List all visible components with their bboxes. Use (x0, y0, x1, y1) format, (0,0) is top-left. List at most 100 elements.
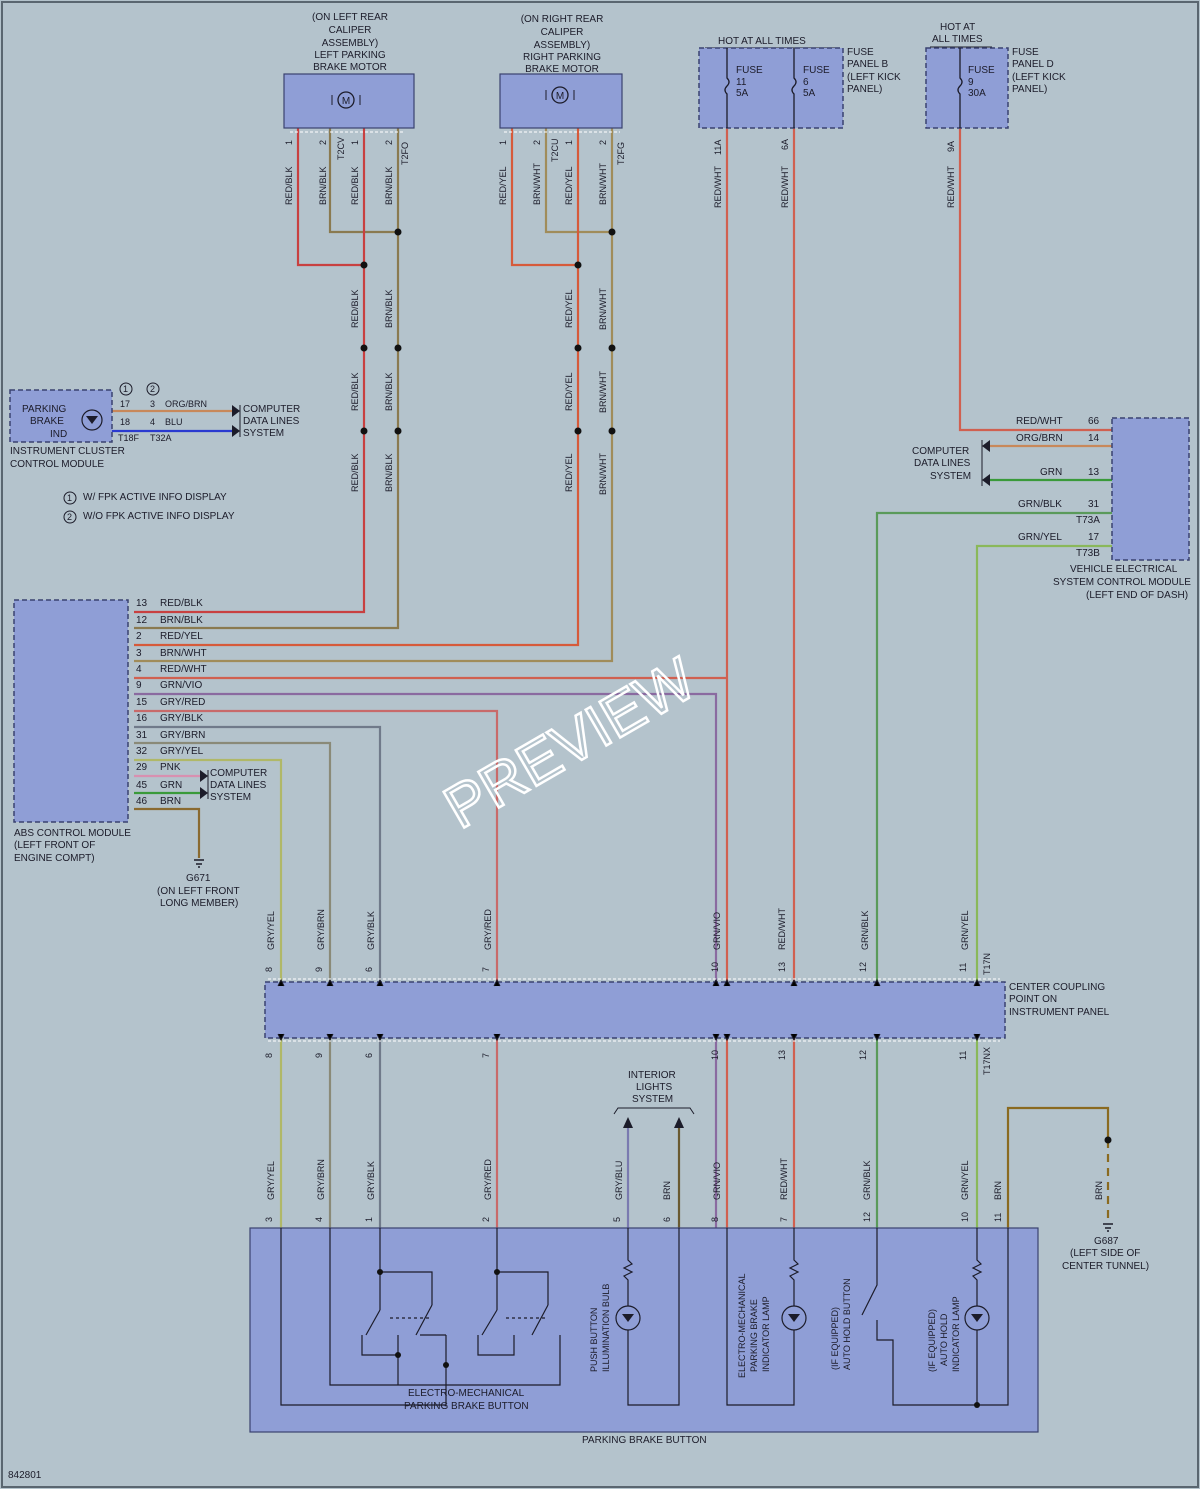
svg-text:GRN: GRN (160, 780, 182, 791)
svg-text:10: 10 (710, 1050, 720, 1060)
svg-text:8: 8 (710, 1217, 720, 1222)
svg-text:GRY/RED: GRY/RED (483, 909, 493, 950)
svg-text:7: 7 (481, 967, 491, 972)
svg-text:ILLUMINATION BULB: ILLUMINATION BULB (601, 1284, 611, 1372)
svg-text:(LEFT KICK: (LEFT KICK (847, 72, 901, 83)
motor-icon: M (331, 91, 361, 109)
svg-text:PANEL): PANEL) (1012, 84, 1047, 95)
svg-text:GRN/VIO: GRN/VIO (160, 680, 202, 691)
svg-text:GRY/BRN: GRY/BRN (316, 1159, 326, 1200)
svg-text:ORG/BRN: ORG/BRN (165, 399, 207, 409)
svg-text:RED/BLK: RED/BLK (160, 598, 203, 609)
svg-text:2: 2 (318, 140, 328, 145)
svg-text:AUTO HOLD: AUTO HOLD (939, 1313, 949, 1366)
svg-text:11A: 11A (713, 140, 723, 155)
svg-text:7: 7 (779, 1217, 789, 1222)
svg-text:(LEFT KICK: (LEFT KICK (1012, 72, 1066, 83)
svg-text:BRAKE MOTOR: BRAKE MOTOR (313, 62, 387, 73)
svg-text:FUSE: FUSE (736, 65, 763, 76)
svg-text:GRN/BLK: GRN/BLK (862, 1160, 872, 1200)
svg-text:M: M (342, 96, 350, 107)
svg-text:RED/WHT: RED/WHT (713, 166, 723, 208)
svg-text:ABS CONTROL MODULE: ABS CONTROL MODULE (14, 828, 131, 839)
svg-text:GRY/YEL: GRY/YEL (266, 911, 276, 950)
svg-text:9: 9 (314, 967, 324, 972)
svg-text:46: 46 (136, 796, 148, 807)
svg-text:4: 4 (150, 417, 155, 427)
svg-text:31: 31 (1088, 499, 1100, 510)
svg-text:GRN/YEL: GRN/YEL (960, 1160, 970, 1200)
svg-text:1: 1 (123, 384, 128, 394)
indicator-lamp-icon (964, 1305, 990, 1331)
svg-text:T18F: T18F (118, 433, 140, 443)
indicator-lamp-icon (81, 409, 103, 431)
svg-text:RED/WHT: RED/WHT (779, 1158, 789, 1200)
svg-text:13: 13 (136, 598, 148, 609)
junction-dots (360, 228, 1112, 1144)
svg-text:T73B: T73B (1076, 548, 1100, 559)
diagram-id: 842801 (8, 1470, 42, 1481)
svg-text:29: 29 (136, 762, 148, 773)
svg-text:PANEL B: PANEL B (847, 59, 888, 70)
coupling-wire-labels: GRY/YEL 8 GRY/BRN 9 GRY/BLK 6 GRY/RED 7 … (264, 908, 992, 1075)
svg-text:BRN/BLK: BRN/BLK (318, 166, 328, 205)
svg-text:30A: 30A (968, 88, 986, 99)
svg-text:(LEFT FRONT OF: (LEFT FRONT OF (14, 840, 95, 851)
svg-text:GRY/RED: GRY/RED (483, 1159, 493, 1200)
svg-text:CENTER TUNNEL): CENTER TUNNEL) (1062, 1261, 1149, 1272)
indicator-lamp-icon (781, 1305, 807, 1331)
svg-text:FUSE: FUSE (1012, 47, 1039, 58)
svg-text:ASSEMBLY): ASSEMBLY) (534, 40, 591, 51)
svg-text:W/ FPK ACTIVE INFO DISPLAY: W/ FPK ACTIVE INFO DISPLAY (83, 492, 227, 503)
svg-text:FUSE: FUSE (847, 47, 874, 58)
svg-text:3: 3 (136, 648, 142, 659)
svg-text:6: 6 (364, 1053, 374, 1058)
svg-text:INDICATOR LAMP: INDICATOR LAMP (761, 1296, 771, 1372)
svg-text:GRY/BRN: GRY/BRN (316, 909, 326, 950)
svg-text:18: 18 (120, 417, 130, 427)
svg-text:1: 1 (564, 140, 574, 145)
svg-text:RED/BLK: RED/BLK (350, 289, 360, 328)
svg-text:1: 1 (364, 1217, 374, 1222)
bulb-icon (615, 1305, 641, 1331)
svg-text:BRN/WHT: BRN/WHT (598, 288, 608, 330)
svg-text:CONTROL MODULE: CONTROL MODULE (10, 459, 104, 470)
svg-text:1: 1 (350, 140, 360, 145)
svg-text:6: 6 (364, 967, 374, 972)
svg-text:BLU: BLU (165, 417, 183, 427)
svg-text:CALIPER: CALIPER (541, 27, 584, 38)
svg-text:M: M (556, 91, 564, 102)
svg-text:DATA LINES: DATA LINES (210, 780, 267, 791)
svg-text:45: 45 (136, 780, 148, 791)
interior-lights-system: INTERIOR LIGHTS SYSTEM (613, 1070, 695, 1128)
ground-g687: BRN G687 (LEFT SIDE OF CENTER TUNNEL) (1062, 1181, 1149, 1272)
svg-text:POINT ON: POINT ON (1009, 994, 1057, 1005)
svg-text:HOT AT: HOT AT (940, 22, 975, 33)
svg-text:DATA LINES: DATA LINES (243, 416, 300, 427)
svg-text:10: 10 (710, 962, 720, 972)
svg-text:GRY/BLK: GRY/BLK (366, 911, 376, 950)
svg-text:GRN/VIO: GRN/VIO (712, 912, 722, 950)
svg-text:PUSH BUTTON: PUSH BUTTON (589, 1308, 599, 1372)
svg-text:7: 7 (481, 1053, 491, 1058)
svg-text:8: 8 (264, 967, 274, 972)
svg-text:GRY/BLK: GRY/BLK (366, 1161, 376, 1200)
svg-text:RED/BLK: RED/BLK (350, 453, 360, 492)
ground-icon (1103, 1223, 1113, 1232)
svg-text:BRN/BLK: BRN/BLK (384, 372, 394, 411)
svg-text:COMPUTER: COMPUTER (243, 404, 300, 415)
svg-text:BRN/WHT: BRN/WHT (598, 163, 608, 205)
svg-text:RED/YEL: RED/YEL (564, 289, 574, 328)
svg-text:GRY/BLK: GRY/BLK (160, 713, 203, 724)
svg-text:32: 32 (136, 746, 148, 757)
svg-text:GRY/BRN: GRY/BRN (160, 730, 205, 741)
instrument-cluster-control-module: PARKING BRAKE IND INSTRUMENT CLUSTER CON… (9, 382, 300, 524)
svg-text:13: 13 (1088, 467, 1100, 478)
svg-text:ASSEMBLY): ASSEMBLY) (322, 38, 379, 49)
svg-text:GRY/RED: GRY/RED (160, 697, 205, 708)
svg-text:BRN/WHT: BRN/WHT (160, 648, 207, 659)
svg-text:1: 1 (67, 493, 72, 503)
svg-text:PANEL D: PANEL D (1012, 59, 1054, 70)
